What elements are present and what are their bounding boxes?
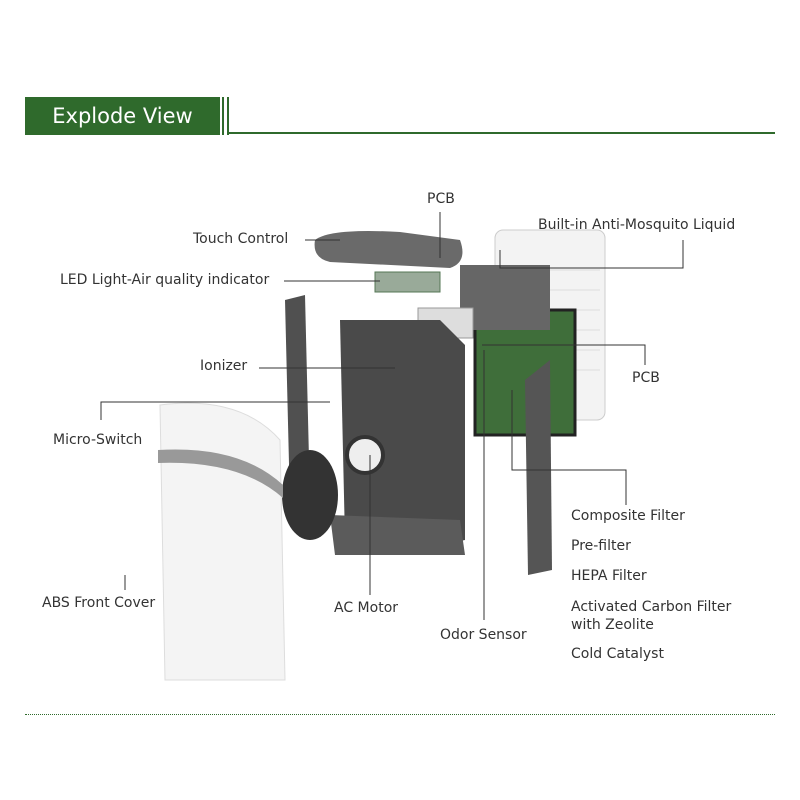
label-micro-switch: Micro-Switch xyxy=(53,432,143,448)
filter-item: Composite Filter xyxy=(571,508,685,524)
label-led-light: LED Light-Air quality indicator xyxy=(60,272,270,288)
label-anti-mosquito: Built-in Anti-Mosquito Liquid xyxy=(538,217,736,233)
side-panel-right xyxy=(525,360,552,575)
label-pcb-right: PCB xyxy=(632,370,660,386)
filter-item: HEPA Filter xyxy=(571,568,647,584)
section-title: Explode View xyxy=(25,97,220,135)
led-board xyxy=(374,271,441,293)
label-abs-front-cover: ABS Front Cover xyxy=(42,595,156,611)
leader-lines xyxy=(100,212,684,620)
base-tray xyxy=(330,515,465,555)
touch-control-panel xyxy=(314,231,463,268)
label-touch-control: Touch Control xyxy=(193,231,289,247)
header-underline xyxy=(228,132,775,134)
main-housing xyxy=(340,320,465,545)
header-divider xyxy=(222,97,224,135)
composite-filter xyxy=(473,308,577,437)
header-divider xyxy=(227,97,229,135)
ac-motor xyxy=(345,435,385,475)
front-cover-trim xyxy=(158,449,283,498)
label-ac-motor: AC Motor xyxy=(334,600,399,616)
label-odor-sensor: Odor Sensor xyxy=(440,627,527,643)
footer-divider xyxy=(25,714,775,715)
filter-item: Pre-filter xyxy=(571,538,631,554)
abs-front-cover xyxy=(159,402,286,681)
label-ionizer: Ionizer xyxy=(200,358,248,374)
top-housing xyxy=(460,265,550,330)
filter-item: Cold Catalyst xyxy=(571,646,664,662)
fan-wheel xyxy=(282,450,338,540)
label-pcb-top: PCB xyxy=(427,191,455,207)
filter-item: Activated Carbon Filter with Zeolite xyxy=(571,599,732,633)
